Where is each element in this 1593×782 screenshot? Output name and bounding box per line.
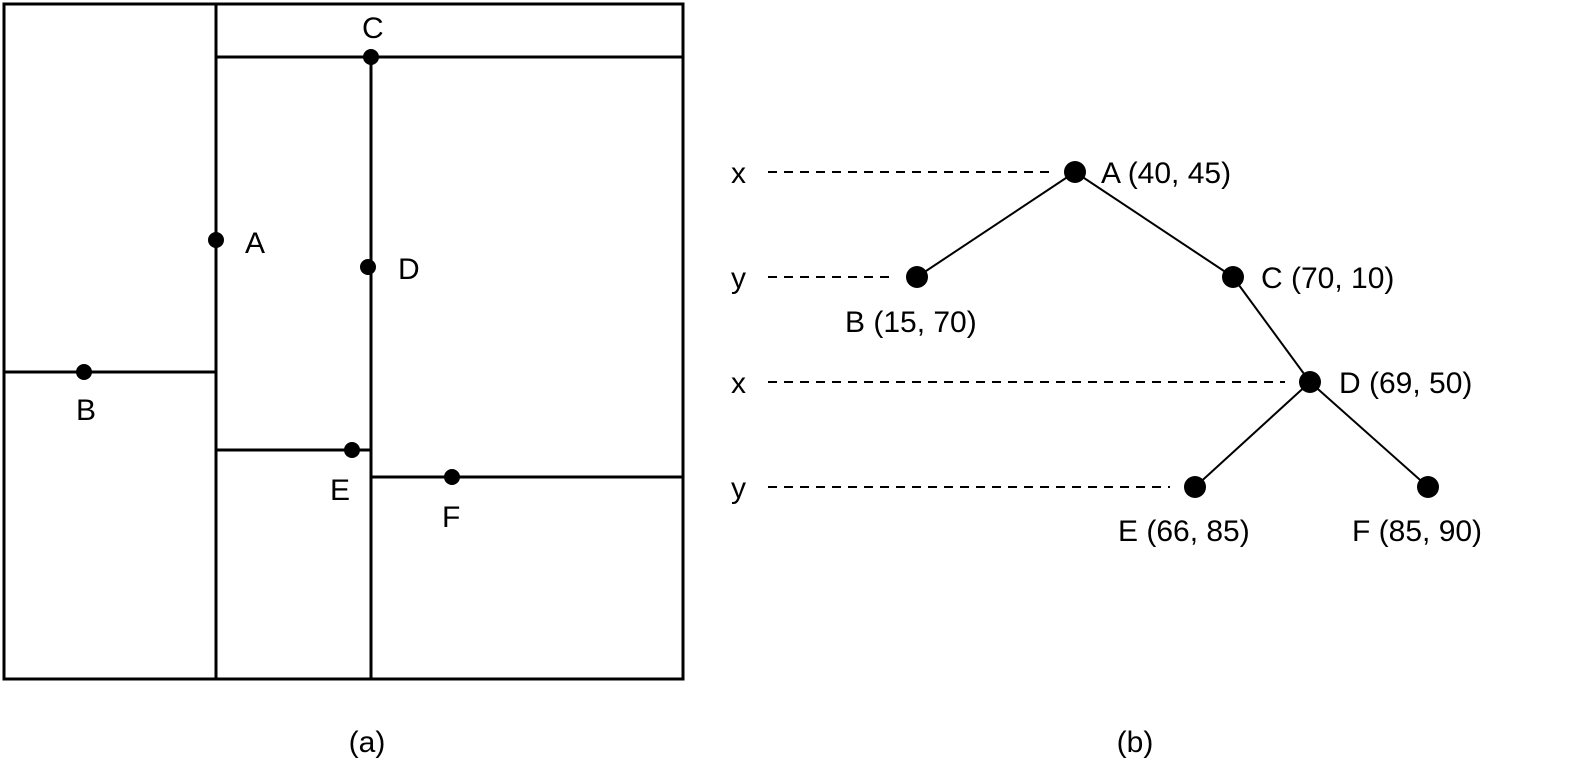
tree-node-e-label: E (66, 85) (1118, 515, 1250, 548)
tree-node-b-label: B (15, 70) (845, 306, 977, 339)
point-a-label: A (245, 227, 265, 260)
point-b-label: B (76, 394, 96, 427)
edge-d-f (1309, 381, 1429, 488)
point-c-label: C (362, 12, 384, 45)
tree-node-a-label: A (40, 45) (1101, 157, 1231, 190)
point-d-label: D (398, 253, 420, 286)
level-label-2: x (731, 367, 746, 400)
point-f-dot (444, 469, 460, 485)
tree-node-d-label: D (69, 50) (1339, 367, 1472, 400)
tree-node-b-dot (906, 266, 928, 288)
tree-node-f-label: F (85, 90) (1352, 515, 1482, 548)
edge-c-d (1232, 276, 1311, 383)
tree-node-f-dot (1417, 476, 1439, 498)
point-d-dot (360, 259, 376, 275)
tree-node-c-label: C (70, 10) (1261, 262, 1394, 295)
tree-node-e-dot (1184, 476, 1206, 498)
partition-diagram: A B C D E F (2, 2, 685, 681)
edge-a-b (916, 171, 1076, 278)
level-label-3: y (731, 472, 746, 505)
partition-outer-boundary (2, 2, 685, 681)
tree-node-d-dot (1299, 371, 1321, 393)
edge-d-e (1194, 381, 1311, 488)
level-label-0: x (731, 157, 746, 190)
point-e-label: E (330, 474, 350, 507)
point-b-dot (76, 364, 92, 380)
tree-node-a-dot (1064, 161, 1086, 183)
point-f-label: F (442, 501, 460, 534)
edge-a-c (1074, 171, 1234, 278)
point-c-dot (363, 49, 379, 65)
tree-diagram: x y x y A (40, 45) B (15, 70) C (70, 10)… (731, 157, 1482, 548)
point-a-dot (208, 232, 224, 248)
caption-a: (a) (348, 726, 386, 759)
level-label-1: y (731, 262, 746, 295)
point-e-dot (344, 442, 360, 458)
tree-node-c-dot (1222, 266, 1244, 288)
caption-b: (b) (1116, 726, 1154, 759)
